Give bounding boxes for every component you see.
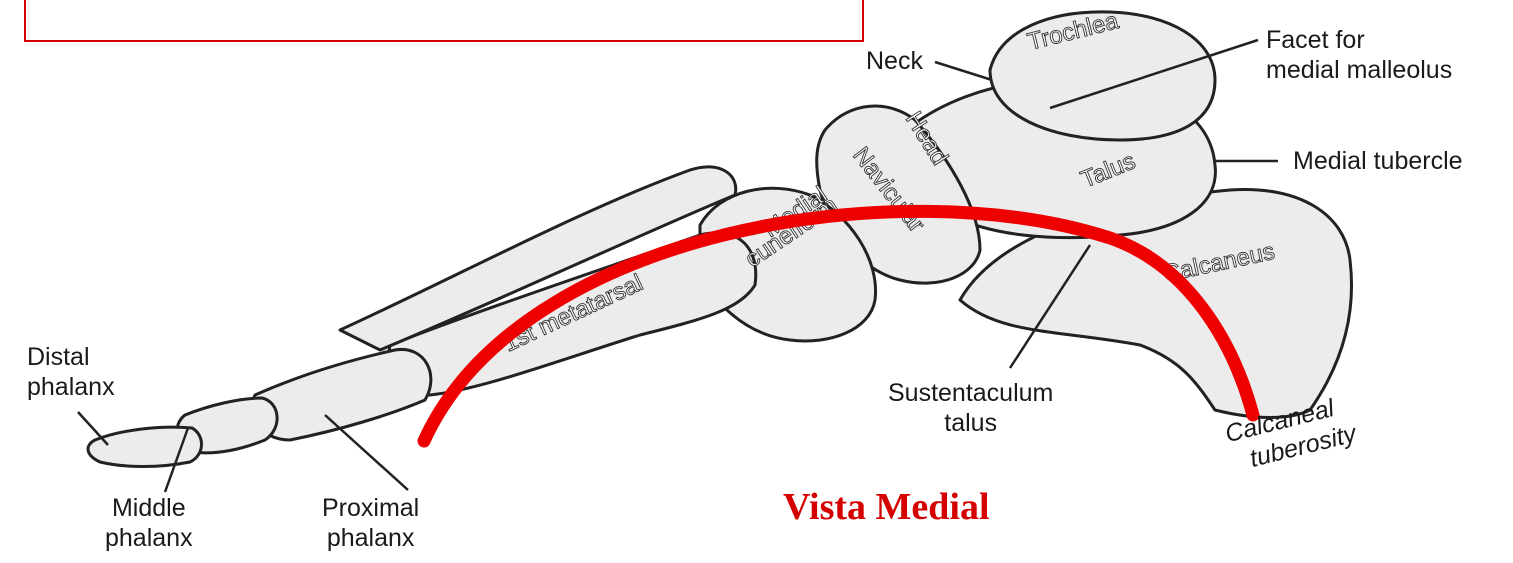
middle-phalanx-label: Middle phalanx: [105, 493, 193, 553]
distal-phalanx-label: Distal phalanx: [27, 342, 115, 402]
neck-label: Neck: [866, 46, 923, 76]
middle-phalanx-line-1: Middle: [105, 493, 193, 523]
proximal-phalanx-line-1: Proximal: [322, 493, 419, 523]
facet-line-2: medial malleolus: [1266, 55, 1452, 85]
sustentaculum-line-2: talus: [888, 408, 1053, 438]
sustentaculum-line-1: Sustentaculum: [888, 378, 1053, 408]
view-caption: Vista Medial: [783, 485, 990, 529]
sustentaculum-talus-label: Sustentaculum talus: [888, 378, 1053, 438]
distal-phalanx-bone: [88, 427, 201, 466]
proximal-phalanx-label: Proximal phalanx: [322, 493, 419, 553]
facet-line-1: Facet for: [1266, 25, 1452, 55]
leader-proximal: [325, 415, 408, 490]
proximal-phalanx-line-2: phalanx: [322, 523, 419, 553]
leader-neck: [935, 62, 992, 80]
medial-tubercle-label: Medial tubercle: [1293, 146, 1463, 176]
facet-label: Facet for medial malleolus: [1266, 25, 1452, 85]
distal-phalanx-line-2: phalanx: [27, 372, 115, 402]
proximal-phalanx-bone: [252, 349, 431, 440]
middle-phalanx-line-2: phalanx: [105, 523, 193, 553]
distal-phalanx-line-1: Distal: [27, 342, 115, 372]
